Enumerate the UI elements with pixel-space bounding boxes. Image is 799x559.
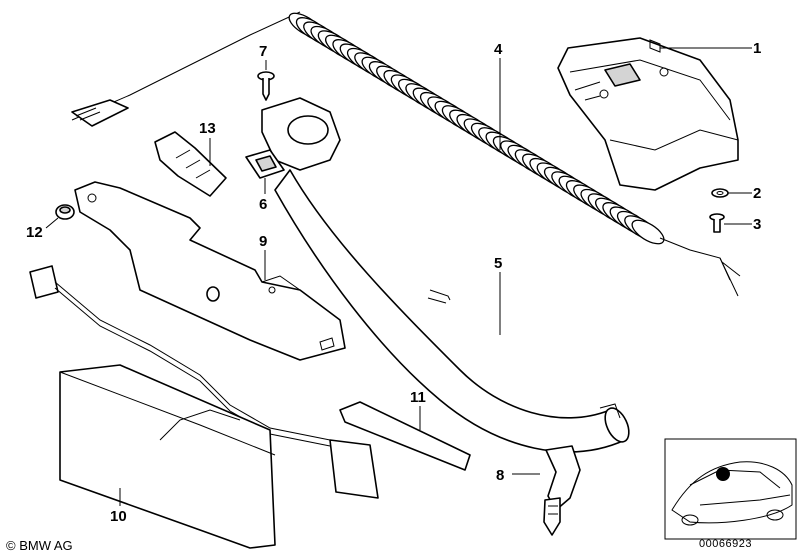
part-8-clip xyxy=(543,445,581,536)
part-number-2: 2 xyxy=(753,185,761,202)
part-number-8: 8 xyxy=(496,467,504,484)
part-numbers: 1 2 3 4 5 6 7 8 9 10 11 12 13 xyxy=(26,40,761,525)
part-10-antenna-housing xyxy=(29,265,379,549)
part-number-10: 10 xyxy=(110,508,127,525)
coil-loop xyxy=(631,219,665,245)
leader-lines xyxy=(45,47,752,506)
part-7-screw xyxy=(257,71,275,101)
part-3-screw xyxy=(709,213,725,233)
part-13-clip-connector xyxy=(154,131,227,197)
part-number-12: 12 xyxy=(26,224,43,241)
part-12-grommet xyxy=(55,204,75,220)
part-2-washer xyxy=(711,188,729,198)
part-9-bracket xyxy=(74,181,346,361)
part-number-3: 3 xyxy=(753,216,761,233)
part-1-cradle xyxy=(557,37,739,191)
part-number-5: 5 xyxy=(494,255,502,272)
diagram-code-label: 00066923 xyxy=(699,538,752,550)
car-location-inset xyxy=(664,438,797,540)
part-4-coiled-cable xyxy=(71,11,741,297)
part-number-1: 1 xyxy=(753,40,761,57)
part-6-speed-nut xyxy=(245,149,285,179)
part-5-bent-tube xyxy=(261,97,630,453)
part-number-4: 4 xyxy=(494,41,503,58)
part-number-13: 13 xyxy=(199,120,216,137)
part-number-6: 6 xyxy=(259,196,267,213)
part-number-9: 9 xyxy=(259,233,267,250)
part-11-foam-strip xyxy=(339,401,471,471)
part-number-7: 7 xyxy=(259,43,267,60)
copyright-label: © BMW AG xyxy=(6,538,73,553)
part-number-11: 11 xyxy=(410,389,426,406)
